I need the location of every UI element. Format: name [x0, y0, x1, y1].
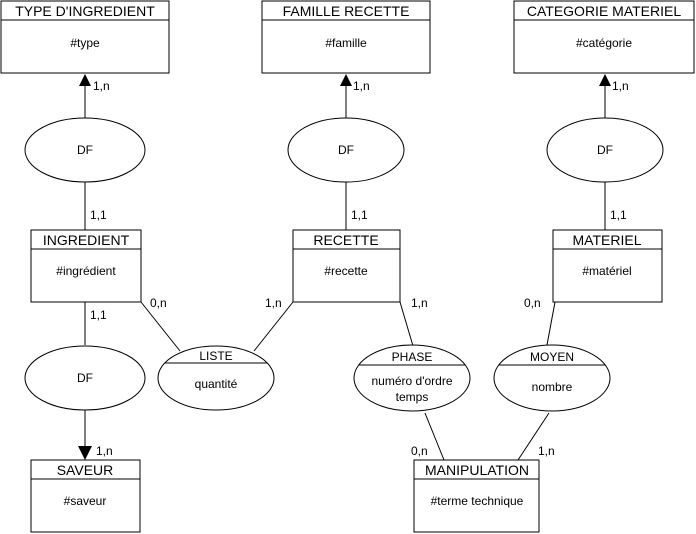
entity-attribute: #matériel: [582, 264, 631, 278]
connector-lines: [84, 86, 606, 461]
arrowhead-down-saveur: [78, 446, 92, 460]
line-recette-to-phase: [399, 301, 414, 347]
cardinality-label: 0,n: [524, 296, 541, 310]
association-label: DF: [338, 143, 354, 157]
cardinality-label: 1,n: [265, 296, 282, 310]
line-phase-to-manipulation: [424, 412, 445, 461]
association-moyen: MOYEN nombre: [493, 344, 611, 412]
association-df-type: DF: [24, 117, 146, 183]
association-label: DF: [77, 143, 93, 157]
association-df-saveur: DF: [24, 345, 146, 411]
cardinality-label: 1,n: [353, 79, 370, 93]
entity-attribute: #recette: [324, 264, 368, 278]
entity-ingredient: INGREDIENT #ingrédient: [30, 229, 142, 303]
arrowhead-up-categorie: [599, 74, 611, 86]
association-attribute: nombre: [532, 380, 573, 394]
cardinality-label: 1,n: [538, 444, 555, 458]
entity-attribute: #terme technique: [431, 494, 524, 508]
association-phase: PHASE numéro d'ordre temps: [353, 344, 471, 412]
arrowheads: [78, 74, 611, 460]
entity-title: RECETTE: [313, 232, 378, 248]
entity-manipulation: MANIPULATION #terme technique: [413, 459, 540, 533]
entity-attribute: #ingrédient: [56, 264, 116, 278]
entity-title: MANIPULATION: [425, 462, 529, 478]
line-materiel-to-moyen: [546, 301, 556, 346]
association-df-categorie: DF: [546, 117, 664, 183]
association-liste: LISTE quantité: [157, 345, 275, 411]
cardinality-label: 1,1: [90, 208, 107, 222]
entity-attribute: #saveur: [64, 494, 107, 508]
entity-title: INGREDIENT: [43, 232, 130, 248]
cardinality-label: 1,n: [93, 79, 110, 93]
cardinality-label: 1,n: [96, 444, 113, 458]
cardinality-label: 1,n: [411, 296, 428, 310]
entity-title: MATERIEL: [573, 232, 642, 248]
entity-saveur: SAVEUR #saveur: [30, 459, 141, 533]
cardinality-labels: 1,n 1,1 1,n 1,1 1,n 1,1 0,n 1,n 1,n 0,n …: [90, 79, 629, 458]
cardinality-label: 0,n: [150, 296, 167, 310]
entity-type-ingredient: TYPE D'INGREDIENT #type: [0, 0, 170, 74]
association-attribute: quantité: [195, 377, 238, 391]
cardinality-label: 1,1: [90, 308, 107, 322]
line-recette-to-liste: [253, 301, 294, 352]
arrowhead-up-type: [79, 74, 91, 86]
association-df-famille: DF: [287, 117, 405, 183]
association-attribute: temps: [396, 390, 429, 404]
entity-title: TYPE D'INGREDIENT: [15, 3, 155, 19]
entity-famille-recette: FAMILLE RECETTE #famille: [261, 0, 431, 74]
cardinality-label: 1,n: [612, 79, 629, 93]
entity-title: SAVEUR: [57, 462, 114, 478]
entity-title: FAMILLE RECETTE: [283, 3, 410, 19]
entity-attribute: #type: [70, 36, 100, 50]
association-attribute: numéro d'ordre: [372, 374, 453, 388]
association-label: DF: [597, 143, 613, 157]
cardinality-label: 1,1: [351, 208, 368, 222]
cardinality-label: 1,1: [610, 208, 627, 222]
arrowhead-up-famille: [340, 74, 352, 86]
entity-recette: RECETTE #recette: [292, 229, 401, 303]
entity-materiel: MATERIEL #matériel: [552, 229, 663, 303]
line-moyen-to-manipulation: [517, 412, 550, 461]
entity-attribute: #famille: [325, 36, 367, 50]
entity-title: CATEGORIE MATERIEL: [527, 3, 681, 19]
association-label: DF: [77, 371, 93, 385]
entity-categorie-materiel: CATEGORIE MATERIEL #catégorie: [513, 0, 695, 74]
association-title: MOYEN: [530, 350, 574, 364]
line-ingredient-to-liste: [140, 301, 181, 352]
cardinality-label: 0,n: [411, 444, 428, 458]
association-title: PHASE: [392, 350, 433, 364]
entity-attribute: #catégorie: [576, 36, 632, 50]
association-title: LISTE: [199, 349, 232, 363]
